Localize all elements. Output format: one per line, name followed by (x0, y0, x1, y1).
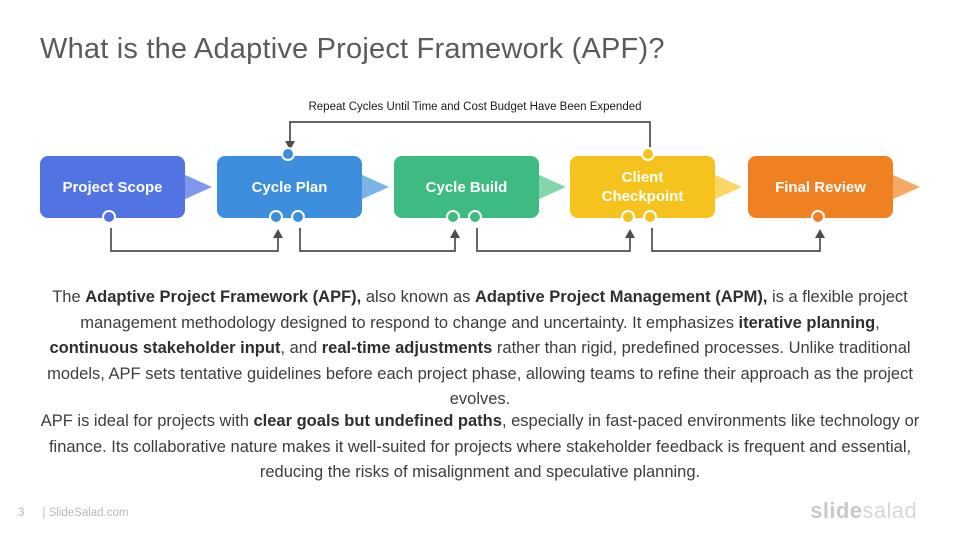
connector-plan-to-build (299, 228, 456, 252)
logo-text-salad: salad (862, 498, 917, 523)
body-paragraph-2: APF is ideal for projects with clear goa… (38, 409, 922, 486)
body-paragraph-1: The Adaptive Project Framework (APF), al… (38, 285, 922, 413)
stage-client-checkpoint[interactable]: Client Checkpoint (570, 156, 742, 218)
body-text: rather than rigid, predefined processes.… (47, 339, 913, 408)
connector-feedback-loop (289, 121, 651, 148)
stage-shape (570, 156, 715, 218)
connector-checkpoint-to-review (651, 228, 821, 252)
slide-title: What is the Adaptive Project Framework (… (40, 33, 665, 65)
node-checkpoint-top (641, 147, 655, 161)
node-scope-bottom (102, 210, 116, 224)
node-build-bottom-left (446, 210, 460, 224)
stage-label: Cycle Build (425, 178, 508, 196)
body-text-bold: continuous stakeholder input (49, 339, 281, 357)
body-text-bold: Adaptive Project Framework (APF), (85, 288, 362, 306)
stage-shape (40, 156, 185, 218)
node-checkpoint-bottom-left (621, 210, 635, 224)
node-build-bottom-right (468, 210, 482, 224)
body-text-bold: Adaptive Project Management (APM), (474, 288, 768, 306)
body-text: , (875, 313, 880, 332)
body-text: , and (280, 339, 322, 357)
connector-scope-to-plan (110, 228, 279, 252)
body-text: also known as (361, 288, 475, 306)
body-text-bold: iterative planning (738, 313, 876, 332)
body-text-bold: real-time adjustments (321, 339, 493, 357)
node-plan-top (281, 147, 295, 161)
stage-project-scope[interactable]: Project Scope (40, 156, 212, 218)
stage-cycle-plan[interactable]: Cycle Plan (217, 156, 389, 218)
node-plan-bottom-right (291, 210, 305, 224)
slidesalad-logo: slidesalad (810, 498, 917, 524)
arrowhead-up-icon (450, 229, 460, 238)
body-text: , especially in fast-paced environments … (48, 412, 920, 481)
stage-label: Final Review (775, 178, 866, 196)
stage-label: Project Scope (62, 178, 163, 196)
stage-cycle-build[interactable]: Cycle Build (394, 156, 566, 218)
body-text: The (52, 288, 86, 306)
stage-shape (394, 156, 539, 218)
stage-final-review[interactable]: Final Review (748, 156, 920, 218)
body-text-bold: clear goals but undefined paths (253, 412, 502, 430)
node-plan-bottom-left (269, 210, 283, 224)
repeat-cycles-annotation: Repeat Cycles Until Time and Cost Budget… (308, 101, 642, 113)
stage-label: Client Checkpoint (601, 169, 684, 205)
stage-shape (217, 156, 362, 218)
stage-label: Cycle Plan (251, 178, 328, 196)
footer: 3 | SlideSalad.com (18, 507, 129, 519)
page-number: 3 (18, 507, 25, 519)
footer-brand-text: | SlideSalad.com (42, 507, 129, 519)
arrowhead-up-icon (273, 229, 283, 238)
node-review-bottom (811, 210, 825, 224)
connector-build-to-checkpoint (476, 228, 631, 252)
body-text: APF is ideal for projects with (40, 412, 254, 430)
stage-shape (748, 156, 893, 218)
arrowhead-up-icon (625, 229, 635, 238)
arrowhead-up-icon (815, 229, 825, 238)
node-checkpoint-bottom-right (643, 210, 657, 224)
logo-text-slide: slide (810, 498, 863, 523)
body-text: is a flexible project management methodo… (80, 288, 908, 332)
